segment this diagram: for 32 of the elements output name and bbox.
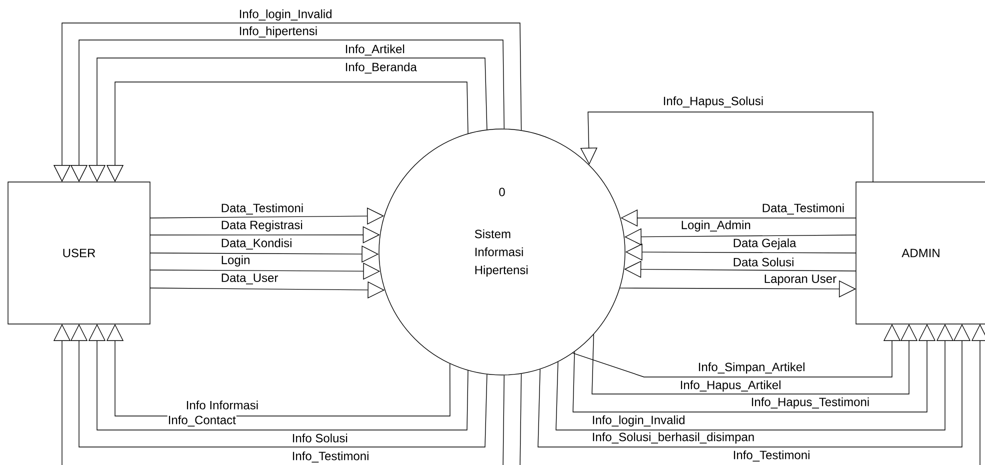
arrow <box>53 324 504 465</box>
edge-label: Info_Testimoni <box>732 450 811 462</box>
edge-label: Info_Contact <box>167 414 236 428</box>
edge-label: Data Solusi <box>732 257 795 267</box>
edge-label: Info_Beranda <box>344 62 418 74</box>
arrow <box>520 324 985 465</box>
edge-label: Data_Testimoni <box>761 202 846 216</box>
edge-label: Info_Testimoni <box>291 450 370 464</box>
edge-label: Data Registrasi <box>220 220 304 232</box>
arrow <box>70 324 488 448</box>
arrow <box>88 324 468 430</box>
edge-label: Info_Artikel <box>344 44 406 56</box>
arrow <box>580 112 874 182</box>
edge-label: Info_login_Invalid <box>591 414 686 428</box>
edge-label: Info_Hapus_Artikel <box>679 380 782 392</box>
edge-label: Info_Hapus_Testimoni <box>750 396 870 410</box>
edge-label: Laporan User <box>763 274 838 286</box>
edge-label: Info_login_Invalid <box>238 8 333 22</box>
edge-label: Login <box>220 254 251 268</box>
edge-label: Info_Solusi_berhasil_disimpan <box>591 432 756 444</box>
entity-box: USER <box>8 182 150 324</box>
edge-label: Info Solusi <box>291 433 348 443</box>
edge-label: Login_Admin <box>680 220 752 232</box>
edge-label: Info Informasi <box>185 400 260 410</box>
entity-box: ADMIN <box>856 182 985 324</box>
edge-label: Info_Simpan_Artikel <box>697 362 806 374</box>
edge-label: Data Gejala <box>732 238 797 250</box>
edge-label: Data_Testimoni <box>220 202 304 216</box>
edge-label: Info_Hapus_Solusi <box>662 96 764 108</box>
edge-label: Data_Kondisi <box>220 238 293 250</box>
edge-label: Info_hipertensi <box>238 26 318 38</box>
edge-label: Data_User <box>220 273 279 285</box>
